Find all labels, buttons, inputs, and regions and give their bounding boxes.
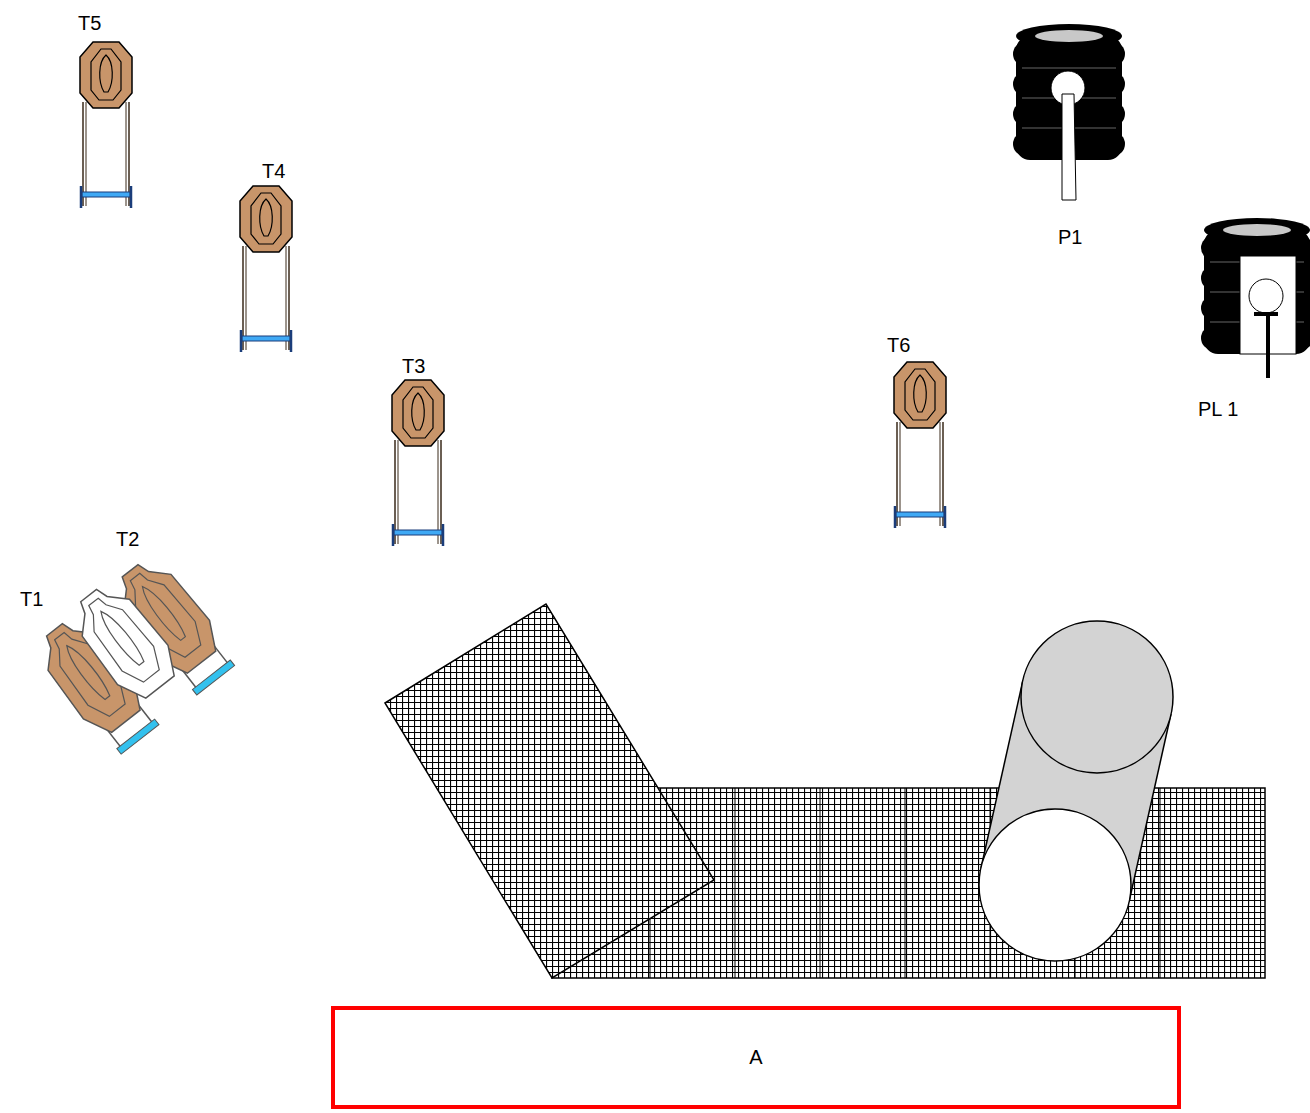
target-label: T4 [262,160,285,183]
area-box: A [331,1006,1181,1109]
steel-target [80,42,132,208]
target-label: T2 [116,528,139,551]
tire-stack-window [1201,218,1310,378]
target-label: T5 [78,12,101,35]
steel-target [392,380,444,546]
target-label: T3 [402,355,425,378]
target-label: PL 1 [1198,398,1238,421]
steel-target [894,362,946,528]
target-label: T6 [887,334,910,357]
area-label: A [749,1046,762,1069]
steel-target [240,186,292,352]
hatched-area [385,604,1265,978]
target-label: T1 [20,588,43,611]
barrel [979,621,1173,961]
tire-stack-pistol [1013,24,1125,200]
paper-targets [26,546,241,759]
target-label: P1 [1058,226,1082,249]
